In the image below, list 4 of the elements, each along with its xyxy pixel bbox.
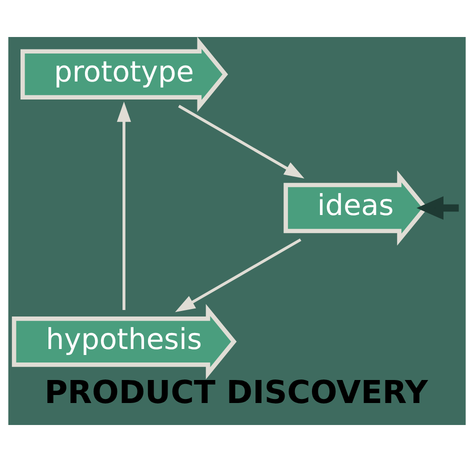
arrow	[175, 238, 302, 312]
arrow	[416, 196, 459, 220]
arrow	[178, 104, 304, 178]
arrow	[116, 102, 132, 310]
